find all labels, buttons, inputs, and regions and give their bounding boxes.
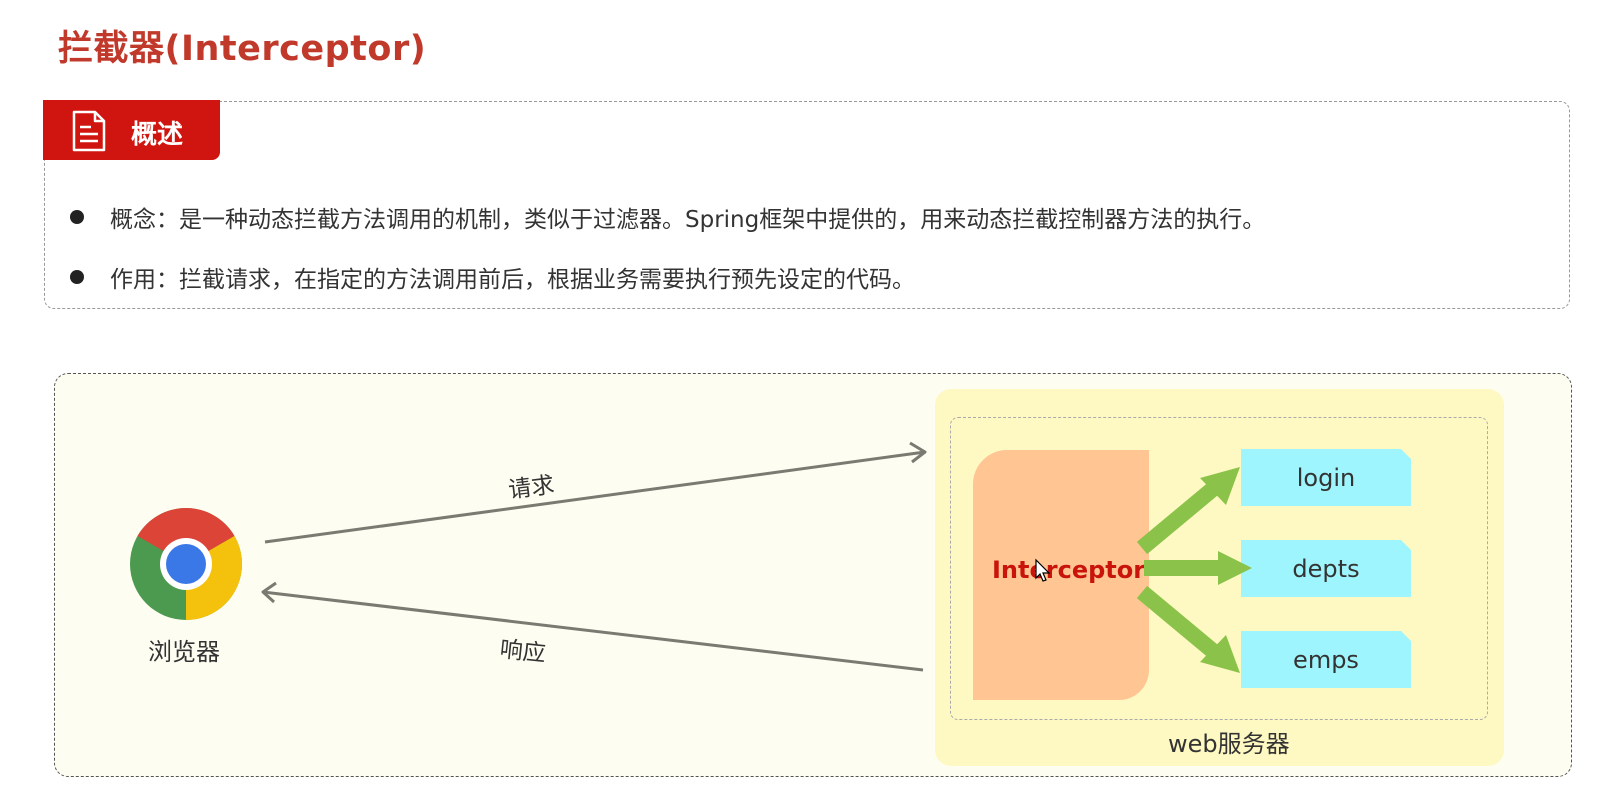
web-server-label: web服务器 <box>1168 730 1290 758</box>
bullet-text-purpose: 作用：拦截请求，在指定的方法调用前后，根据业务需要执行预先设定的代码。 <box>110 267 915 293</box>
endpoint-emps: emps <box>1241 631 1411 688</box>
bullet-dot <box>70 210 84 224</box>
list-item: 概念：是一种动态拦截方法调用的机制，类似于过滤器。Spring框架中提供的，用来… <box>70 200 1265 234</box>
page-title: 拦截器(Interceptor) <box>58 29 427 69</box>
chrome-browser-icon <box>130 507 243 620</box>
mouse-cursor-icon <box>1035 558 1051 582</box>
endpoint-login: login <box>1241 449 1411 506</box>
overview-badge: 概述 <box>43 100 220 160</box>
request-arrow <box>264 450 926 544</box>
response-label: 响应 <box>498 636 547 668</box>
green-arrow-to-emps <box>1136 585 1240 673</box>
overview-badge-label: 概述 <box>131 120 184 150</box>
bullet-text-concept: 概念：是一种动态拦截方法调用的机制，类似于过滤器。Spring框架中提供的，用来… <box>110 207 1266 233</box>
green-arrow-to-login <box>1136 467 1240 555</box>
interceptor-box <box>973 450 1149 700</box>
browser-label: 浏览器 <box>148 638 220 666</box>
document-icon <box>72 110 106 152</box>
list-item: 作用：拦截请求，在指定的方法调用前后，根据业务需要执行预先设定的代码。 <box>70 260 915 294</box>
bullet-dot <box>70 270 84 284</box>
overview-panel <box>44 101 1570 309</box>
green-arrow-to-depts <box>1144 551 1252 585</box>
endpoint-depts: depts <box>1241 540 1411 597</box>
web-server-inner-boundary <box>950 417 1488 720</box>
request-arrowhead <box>909 441 927 464</box>
response-arrow <box>262 590 924 672</box>
response-arrowhead <box>261 581 277 604</box>
interceptor-label: Interceptor <box>992 556 1146 584</box>
request-label: 请求 <box>506 472 556 504</box>
